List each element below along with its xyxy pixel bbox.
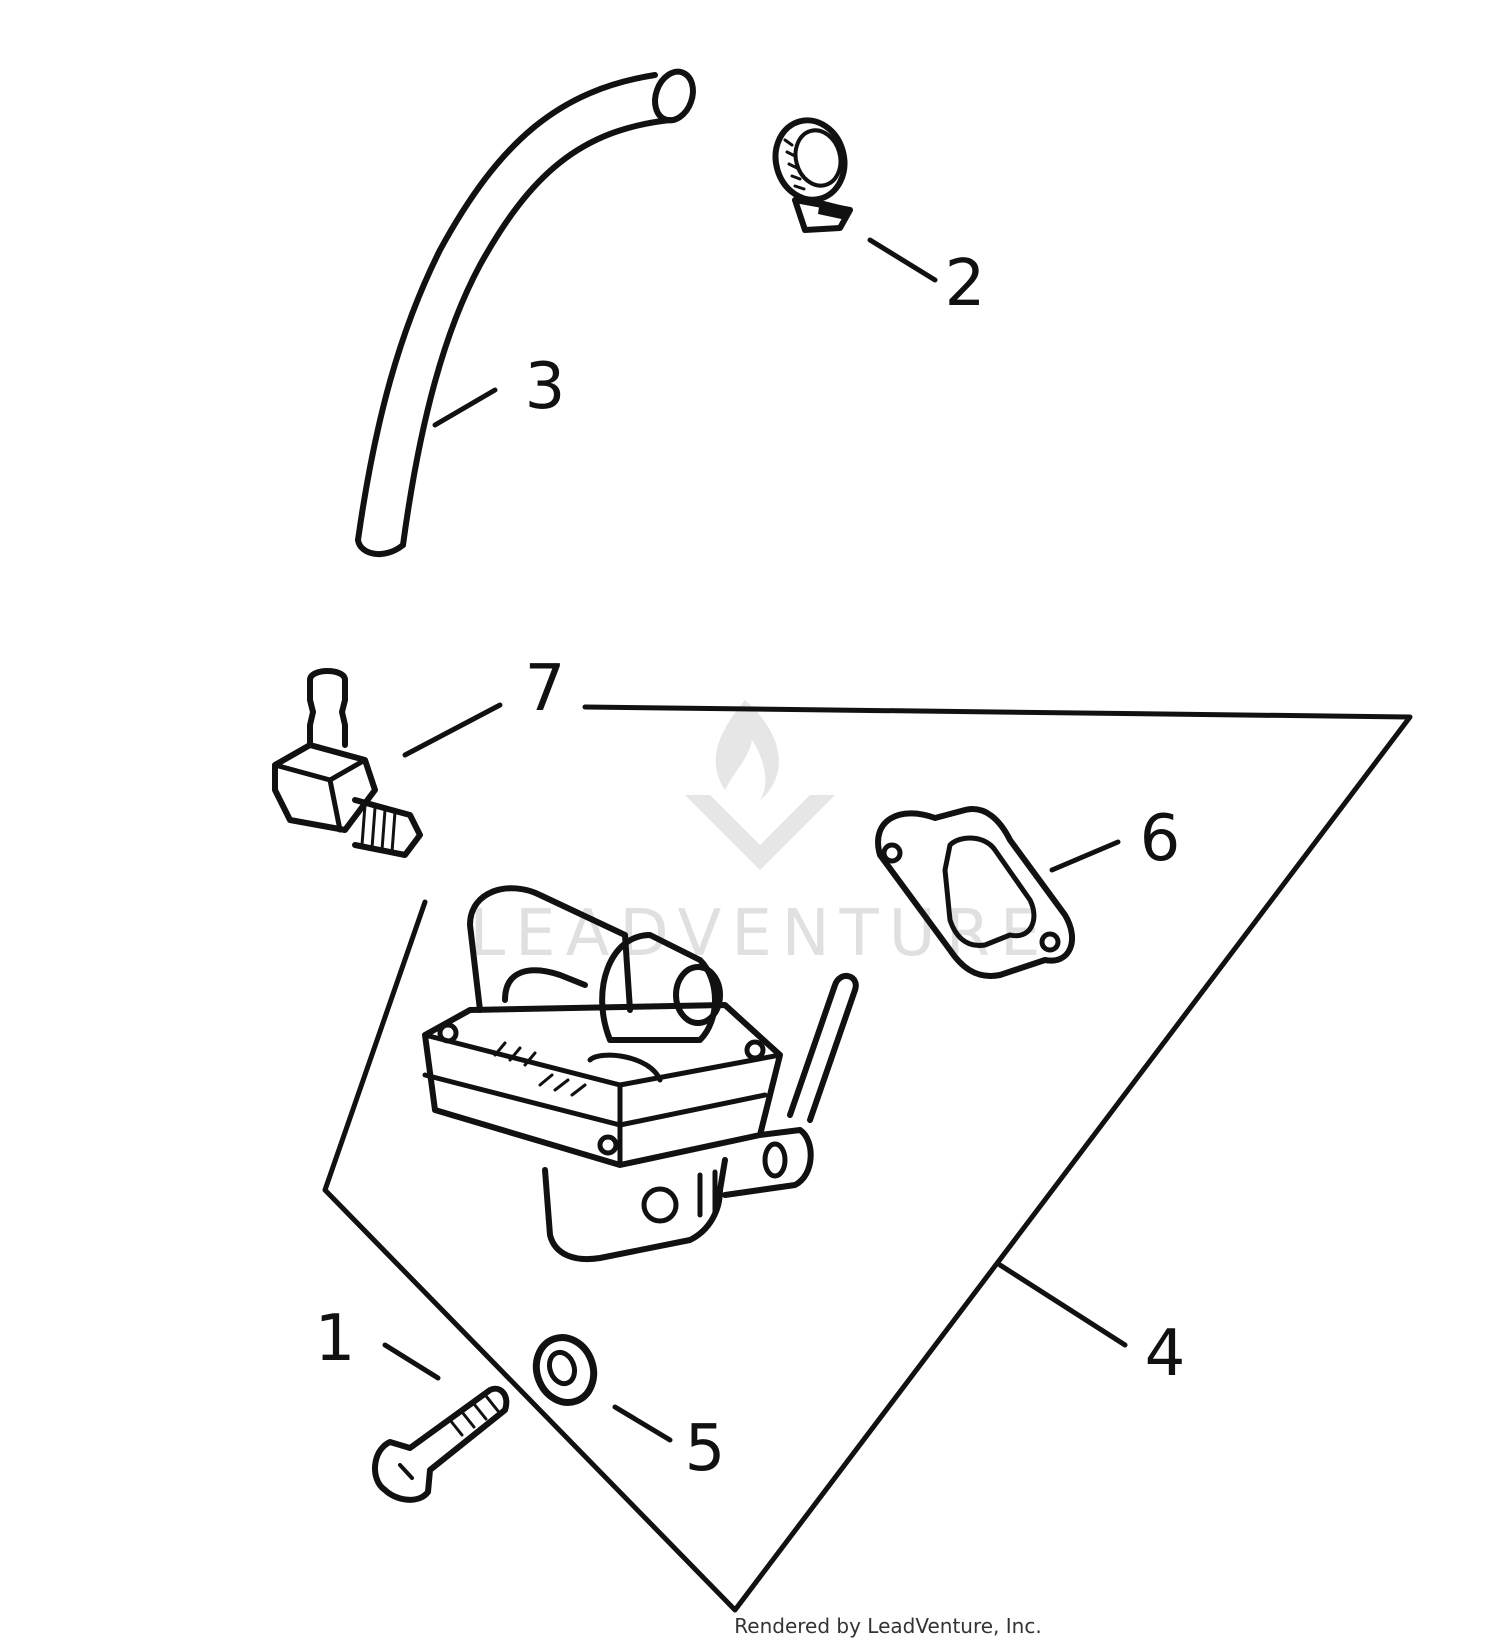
fuel-pump-icon bbox=[422, 885, 859, 1263]
screw-icon bbox=[371, 1385, 510, 1503]
fuel-hose-icon bbox=[355, 68, 696, 558]
callout-1: 1 bbox=[315, 1302, 356, 1376]
washer-icon bbox=[532, 1334, 598, 1406]
flame-v-logo-icon bbox=[685, 700, 835, 870]
leader-line-6 bbox=[1049, 839, 1121, 873]
assembly-outline bbox=[322, 704, 1413, 1613]
callout-5: 5 bbox=[685, 1412, 726, 1486]
watermark: LEADVENTURE bbox=[470, 700, 1051, 971]
callout-4: 4 bbox=[1145, 1317, 1186, 1391]
hose-clamp-icon bbox=[772, 117, 853, 233]
callout-7: 7 bbox=[525, 652, 566, 726]
elbow-fitting-icon bbox=[272, 668, 423, 858]
callout-3: 3 bbox=[525, 350, 566, 424]
leader-line-4 bbox=[997, 1262, 1128, 1348]
callout-2: 2 bbox=[945, 247, 986, 321]
leader-line-5 bbox=[612, 1404, 673, 1443]
leader-line-2 bbox=[867, 237, 938, 283]
render-credit: Rendered by LeadVenture, Inc. bbox=[734, 1614, 1041, 1638]
leader-line-1 bbox=[382, 1342, 441, 1381]
leader-line-3 bbox=[432, 387, 498, 428]
leader-lines bbox=[382, 237, 1128, 1443]
watermark-text: LEADVENTURE bbox=[470, 897, 1051, 971]
callout-6: 6 bbox=[1140, 802, 1181, 876]
callout-numbers: 1 2 3 4 5 6 7 bbox=[315, 247, 1186, 1486]
gasket-icon bbox=[875, 806, 1076, 979]
leader-line-7 bbox=[402, 702, 503, 758]
